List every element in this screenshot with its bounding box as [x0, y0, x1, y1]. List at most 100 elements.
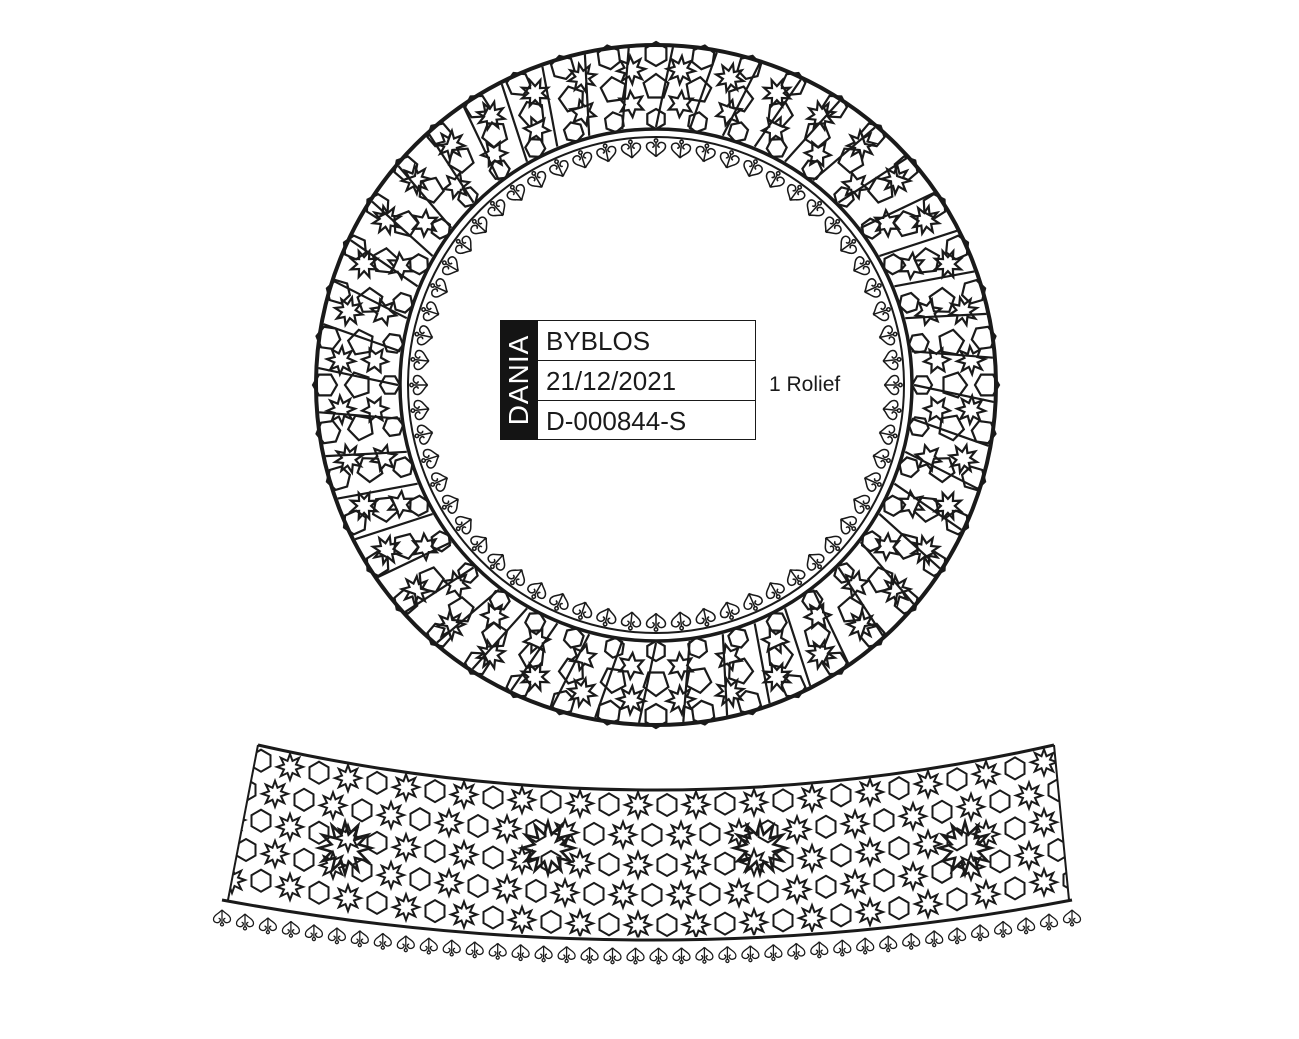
- lattice-polygon: [690, 44, 716, 71]
- lattice-star: [448, 778, 480, 811]
- lattice-strap: [654, 47, 674, 128]
- heart-scroll-motif: [970, 924, 990, 942]
- lattice-polygon: [1004, 876, 1026, 901]
- heart-scroll-motif: [549, 159, 569, 178]
- lattice-polygon: [765, 137, 788, 159]
- lattice-strap: [638, 642, 658, 723]
- heart-scroll-motif: [470, 535, 488, 554]
- heart-scroll-motif: [806, 553, 825, 571]
- lattice-star: [921, 395, 953, 424]
- lattice-polygon: [685, 75, 713, 103]
- lattice-strap: [318, 367, 399, 387]
- lattice-star: [780, 873, 814, 906]
- lattice-polygon: [467, 813, 489, 839]
- lattice-star: [359, 395, 391, 424]
- lattice-strap: [911, 417, 989, 447]
- label-date: 21/12/2021: [538, 361, 755, 401]
- lattice-star: [441, 569, 472, 600]
- lattice-star: [563, 787, 597, 820]
- lattice-polygon: [837, 595, 865, 623]
- lattice-star: [506, 903, 538, 936]
- lattice-star: [448, 898, 480, 931]
- lattice-polygon: [946, 767, 968, 792]
- heart-scroll-motif: [596, 143, 617, 163]
- lattice-polygon: [837, 147, 865, 175]
- heart-scroll-motif: [603, 947, 622, 965]
- lattice-star: [433, 806, 465, 839]
- lattice-star: [398, 573, 434, 608]
- lattice-polygon: [815, 874, 837, 899]
- lattice-star: [897, 250, 926, 282]
- lattice-star: [780, 813, 814, 846]
- lattice-star: [872, 531, 902, 563]
- label-code: D-000844-S: [546, 406, 687, 436]
- lattice-star: [565, 60, 599, 95]
- lattice-star: [521, 115, 553, 144]
- lattice-polygon: [714, 911, 736, 936]
- lattice-rosette: [517, 817, 579, 879]
- lattice-star: [433, 127, 468, 163]
- lattice-polygon: [524, 611, 547, 633]
- lattice-polygon: [727, 121, 750, 143]
- lattice-star: [323, 392, 359, 427]
- lattice-rosette: [729, 817, 791, 879]
- lattice-star: [946, 294, 981, 328]
- lattice-star: [567, 642, 599, 673]
- lattice-polygon: [598, 852, 620, 877]
- heart-scroll-motif: [572, 601, 593, 620]
- lattice-polygon: [860, 530, 882, 553]
- heart-scroll-motif: [649, 947, 668, 965]
- brand-name: DANIA: [503, 334, 534, 426]
- heart-scroll-motif: [806, 199, 825, 217]
- lattice-polygon: [235, 837, 257, 863]
- heart-scroll-motif: [787, 942, 806, 960]
- lattice-star: [519, 77, 552, 110]
- heart-scroll-motif: [414, 424, 434, 445]
- plate-star-lattice: [311, 40, 1001, 730]
- heart-scroll-motif: [258, 917, 278, 935]
- lattice-star: [567, 97, 599, 128]
- lattice-star: [760, 660, 793, 693]
- heart-scroll-motif: [506, 568, 526, 587]
- lattice-star: [713, 60, 747, 95]
- lattice-polygon: [524, 137, 547, 159]
- lattice-polygon: [409, 807, 431, 832]
- lattice-star: [607, 878, 639, 911]
- lattice-polygon: [365, 550, 390, 578]
- lattice-polygon: [714, 791, 736, 816]
- lattice-polygon: [382, 416, 405, 438]
- lattice-star: [1028, 806, 1060, 839]
- heart-scroll-motif: [410, 349, 430, 371]
- lattice-star: [614, 52, 649, 88]
- lattice-polygon: [540, 909, 562, 935]
- lattice-star: [617, 650, 646, 682]
- lattice-star: [931, 489, 964, 522]
- lattice-star: [1028, 746, 1060, 779]
- lattice-polygon: [599, 667, 627, 695]
- lattice-star: [912, 828, 944, 860]
- heart-scroll-motif: [421, 448, 440, 469]
- lattice-polygon: [780, 71, 807, 96]
- lattice-polygon: [907, 332, 930, 354]
- lattice-polygon: [646, 107, 666, 131]
- lattice-strap: [837, 157, 908, 204]
- band-right-edge: [1053, 744, 1070, 901]
- lattice-polygon: [772, 788, 794, 813]
- lattice-star: [913, 442, 944, 474]
- lattice-star: [491, 872, 523, 905]
- lattice-star: [666, 88, 695, 120]
- lattice-polygon: [409, 867, 431, 892]
- heart-scroll-motif: [441, 494, 460, 514]
- lattice-strap: [404, 566, 475, 613]
- heart-scroll-motif: [672, 947, 691, 965]
- lattice-polygon: [866, 566, 894, 594]
- lattice-strap: [462, 106, 500, 181]
- lattice-polygon: [690, 699, 716, 726]
- lattice-star: [348, 248, 381, 281]
- lattice-star: [840, 569, 871, 600]
- lattice-polygon: [596, 699, 622, 726]
- lattice-polygon: [525, 878, 547, 904]
- lattice-polygon: [603, 111, 625, 134]
- lattice-polygon: [656, 792, 678, 818]
- lattice-star: [844, 607, 879, 643]
